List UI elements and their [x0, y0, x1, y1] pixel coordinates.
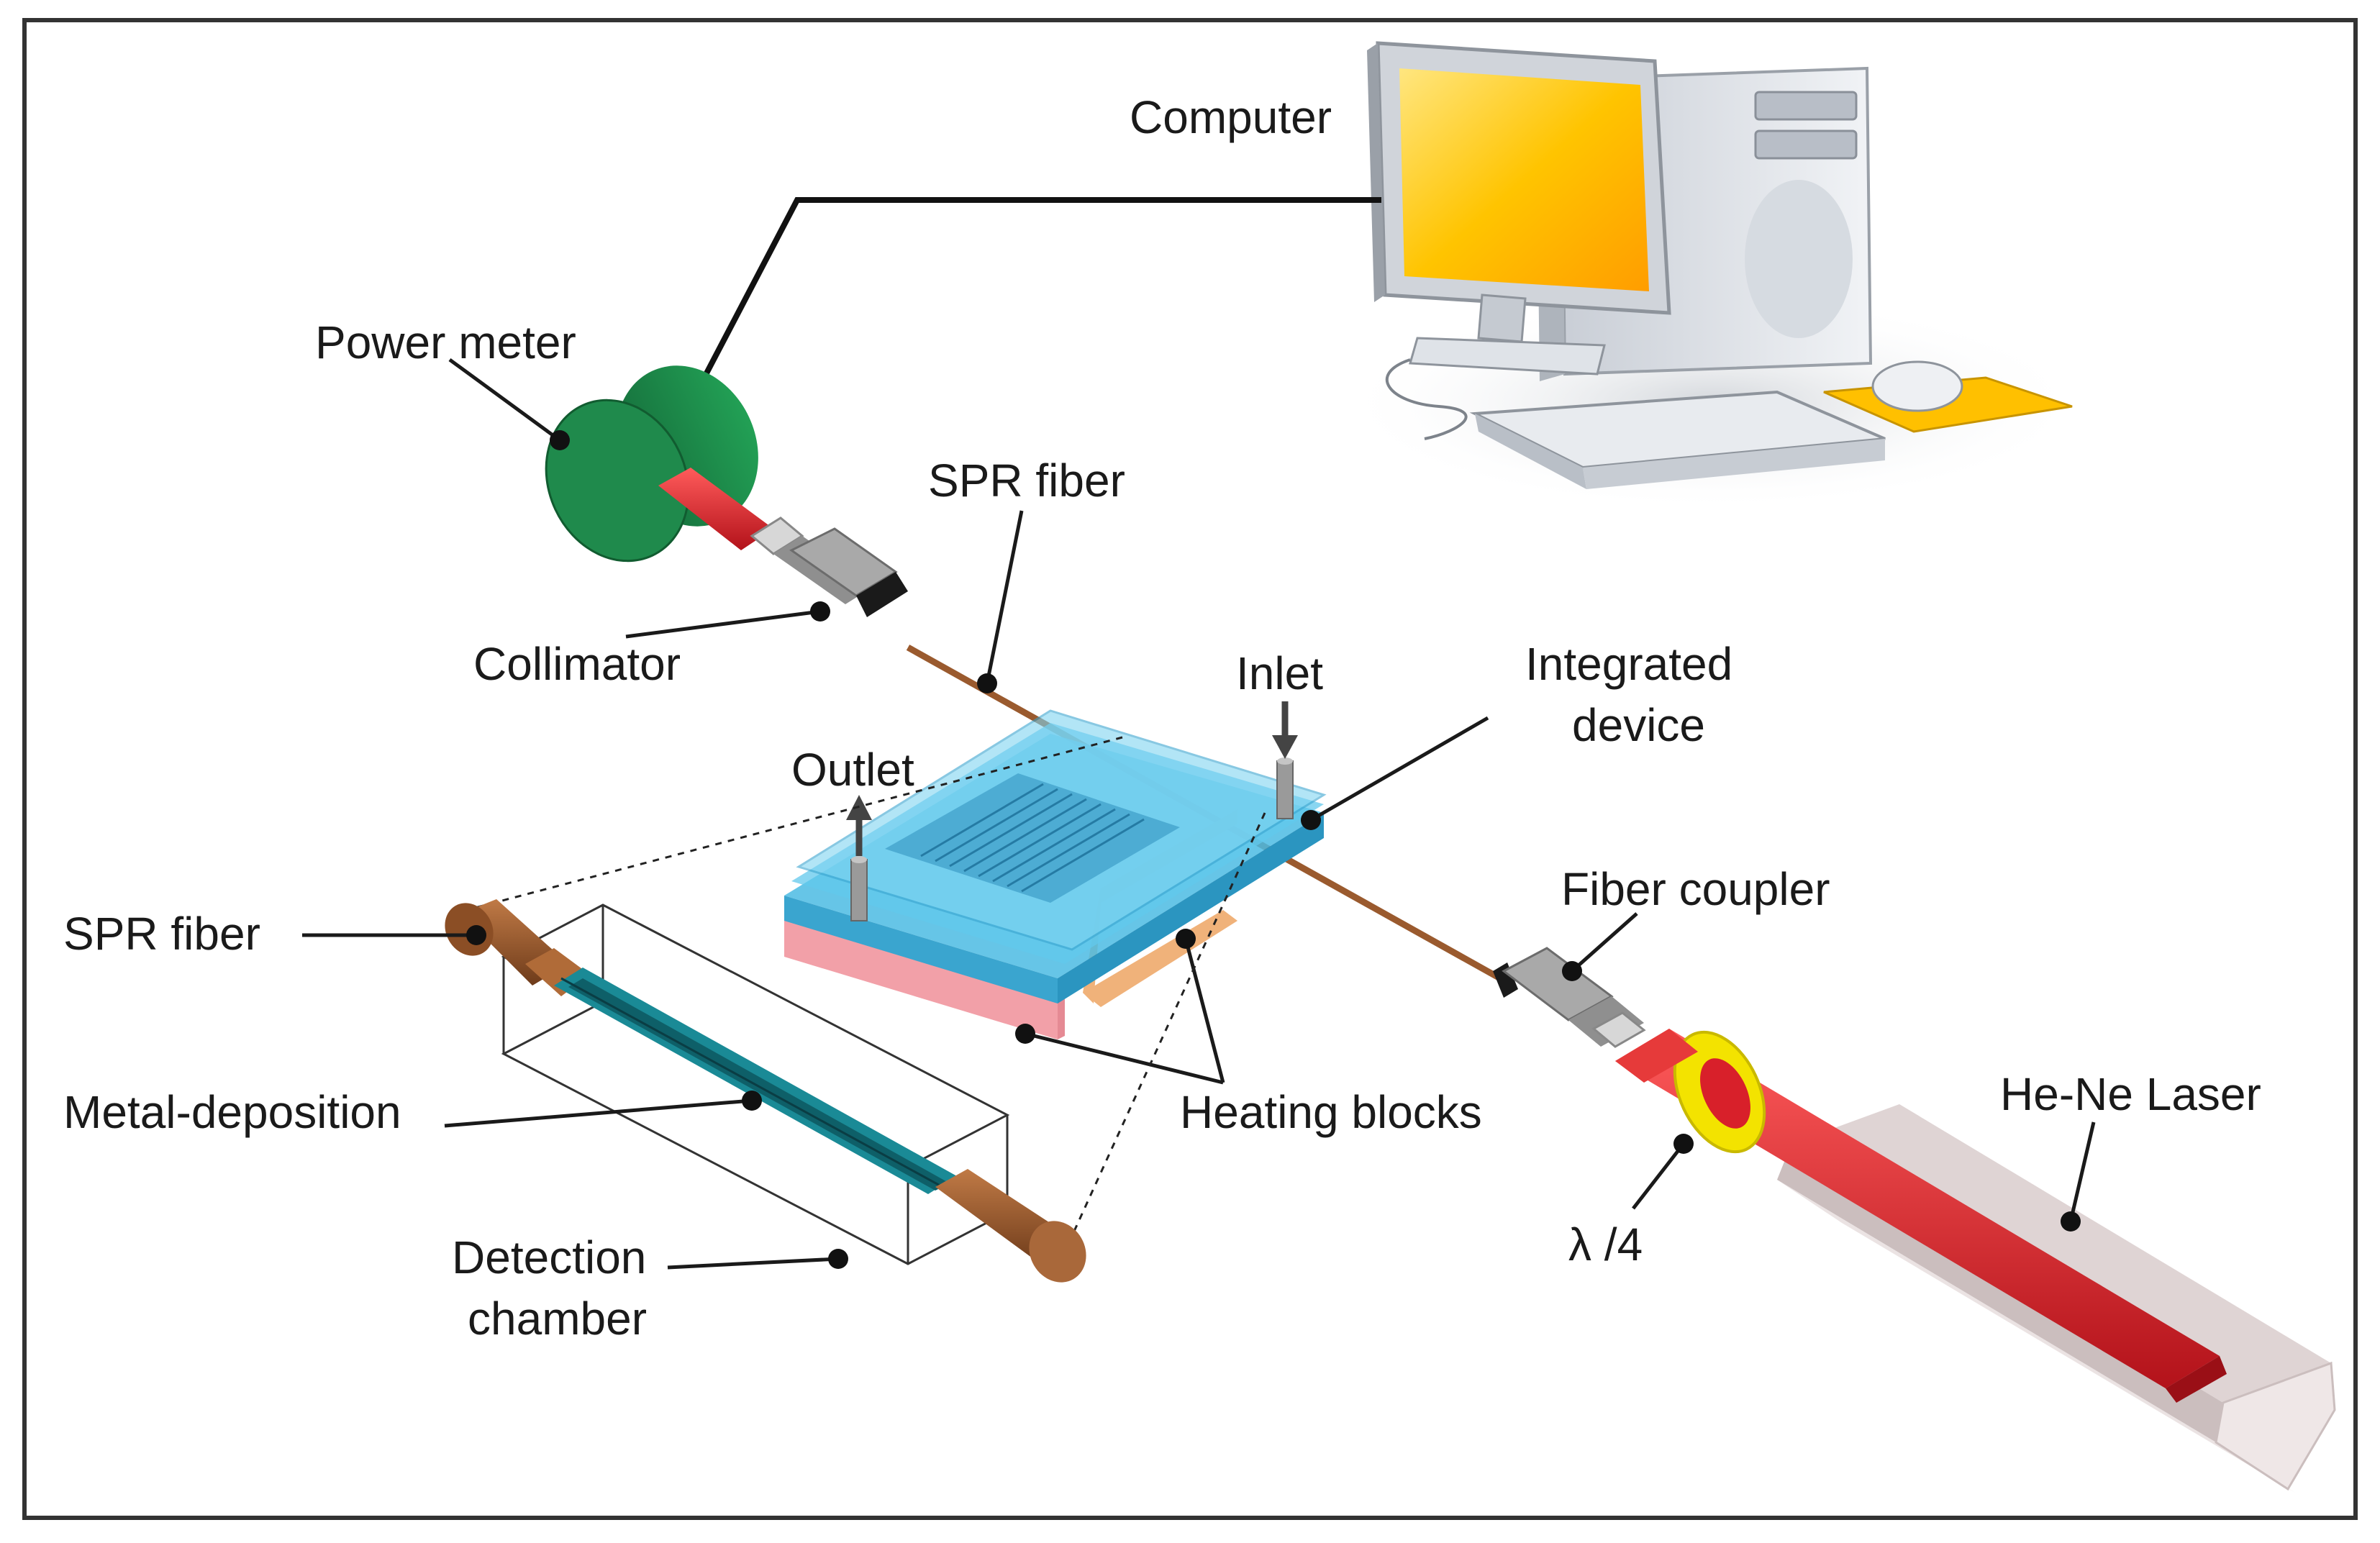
metal-deposition-dot — [742, 1091, 762, 1111]
heating-blocks-leader-2 — [1025, 1032, 1224, 1085]
spr-fiber-left-dot — [466, 925, 486, 945]
detection-chamber — [445, 899, 1086, 1283]
integrated-device-leader — [1309, 716, 1489, 822]
fiber-coupler-label: Fiber coupler — [1561, 863, 1830, 915]
integrated-device-label-1: Integrated — [1525, 638, 1732, 690]
he-ne-laser-dot — [2061, 1211, 2081, 1232]
integrated-device-dot — [1301, 810, 1321, 830]
laser-icon — [1615, 1029, 2336, 1493]
spr-fiber-top-leader — [985, 510, 1024, 684]
integrated-device-label-2: device — [1572, 699, 1705, 751]
lambda-quarter-dot — [1673, 1134, 1694, 1154]
data-cable — [681, 197, 1381, 419]
metal-deposition-label: Metal-deposition — [63, 1086, 401, 1138]
spr-fiber-top-dot — [977, 673, 997, 693]
fiber-coupler — [1493, 947, 1646, 1048]
integrated-device — [784, 709, 1327, 1039]
computer-label: Computer — [1130, 91, 1332, 143]
inlet-arrow-head — [1272, 735, 1298, 759]
lambda-quarter-label: λ /4 — [1568, 1219, 1643, 1270]
detection-chamber-label-1: Detection — [452, 1232, 646, 1283]
fiber-coupler-dot — [1562, 961, 1582, 981]
spr-fiber-top-label: SPR fiber — [928, 455, 1125, 506]
fiber-coupler-leader — [1571, 912, 1638, 973]
he-ne-laser-label: He-Ne Laser — [2000, 1068, 2261, 1120]
zoom-line-2 — [1063, 812, 1266, 1252]
power-meter-leader — [448, 358, 561, 442]
computer-icon — [1338, 41, 2086, 511]
zoom-line-1 — [474, 736, 1123, 909]
detection-chamber-dot — [828, 1249, 848, 1269]
inlet-label: Inlet — [1236, 647, 1323, 699]
he-ne-laser-leader — [2068, 1121, 2096, 1222]
heating-blocks-label: Heating blocks — [1180, 1086, 1482, 1138]
collimator-leader — [625, 609, 821, 639]
power-meter-label: Power meter — [315, 317, 576, 368]
spr-fiber-left-label: SPR fiber — [63, 908, 260, 960]
heating-blocks-dot-2 — [1015, 1024, 1035, 1044]
detection-chamber-label-2: chamber — [468, 1293, 647, 1344]
detection-chamber-leader — [667, 1257, 839, 1270]
heating-blocks-dot-1 — [1176, 929, 1196, 949]
power-meter-dot — [550, 430, 570, 450]
collimator-label: Collimator — [473, 638, 681, 690]
heating-blocks-leader-1 — [1184, 938, 1225, 1083]
collimator-dot — [810, 601, 830, 622]
outlet-label: Outlet — [791, 744, 914, 796]
power-meter-icon — [545, 365, 908, 617]
metal-deposition-leader — [444, 1098, 753, 1128]
lambda-quarter-leader — [1632, 1142, 1685, 1210]
